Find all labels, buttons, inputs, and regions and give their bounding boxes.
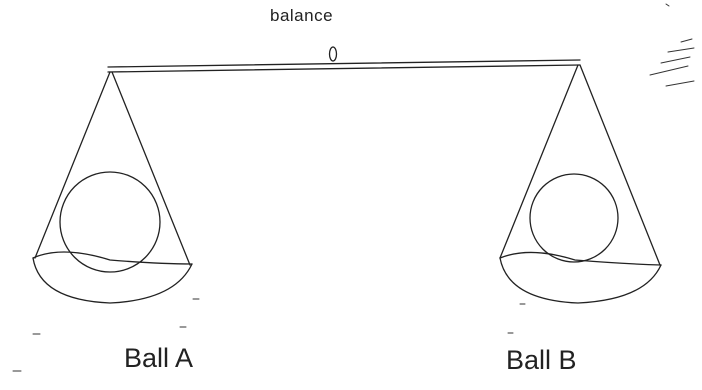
right-pan-string-inner [579,64,661,266]
ball-a-label: Ball A [124,343,194,373]
balance-label: balance [270,6,334,25]
balance-beam [107,59,581,73]
left-pan-string-inner [111,71,191,266]
left-pan-bowl [32,251,193,265]
stray-marks [12,3,670,372]
right-pan-bowl [499,251,662,266]
left-pan-string-outer [34,71,111,259]
ball-a [59,171,161,273]
right-pan-string-outer [499,64,579,259]
right-pan [499,64,662,304]
ball-b [529,173,619,263]
corner-scribble [649,38,695,87]
ball-b-label: Ball B [506,345,577,375]
pivot-loop [328,46,338,62]
left-pan [32,71,193,304]
